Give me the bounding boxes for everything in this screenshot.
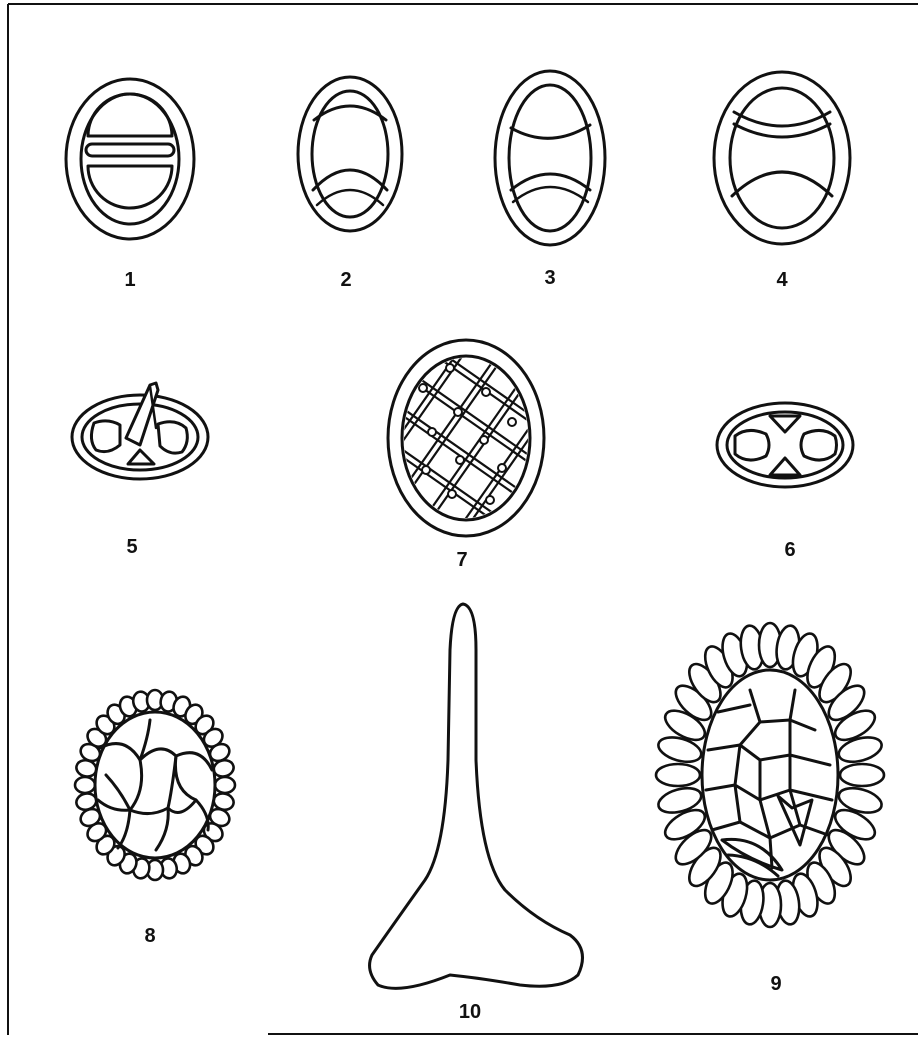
figure-4-drawing <box>714 72 850 244</box>
label-fig-2: 2 <box>340 269 351 291</box>
label-fig-1: 1 <box>124 269 135 291</box>
label-fig-9: 9 <box>770 973 781 995</box>
figure-3-drawing <box>495 71 605 245</box>
figure-9-drawing <box>656 623 885 927</box>
figure-5-drawing <box>72 383 208 479</box>
figure-8-lobe <box>75 777 95 793</box>
label-fig-8: 8 <box>144 925 155 947</box>
figure-6-drawing <box>717 403 853 487</box>
figure-1-drawing <box>66 79 194 239</box>
figure-8-lobe <box>215 777 235 793</box>
label-fig-5: 5 <box>126 536 137 558</box>
label-fig-7: 7 <box>456 549 467 571</box>
figure-7-drawing <box>269 224 679 623</box>
figure-8-drawing <box>75 690 236 880</box>
label-fig-4: 4 <box>776 269 788 291</box>
figure-10-drawing <box>370 604 583 988</box>
figure-9-lobe <box>840 764 884 786</box>
figure-2-drawing <box>298 77 402 231</box>
figure-9-lobe <box>656 764 700 786</box>
label-fig-6: 6 <box>784 539 795 561</box>
label-fig-3: 3 <box>544 267 555 289</box>
label-fig-10: 10 <box>459 1001 481 1023</box>
